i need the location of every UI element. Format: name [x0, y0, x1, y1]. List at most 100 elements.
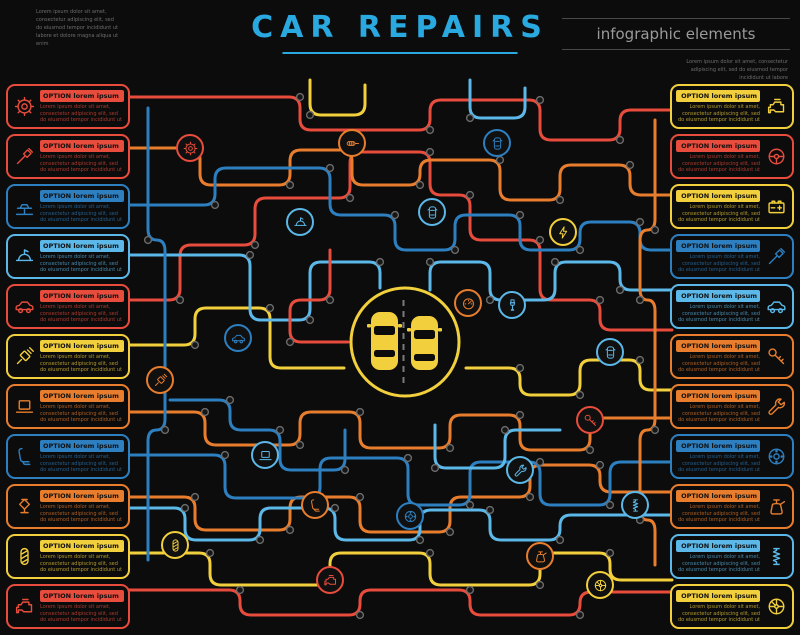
option-body-text: Lorem ipsum dolor sit amet, consectetur …	[40, 554, 122, 574]
option-box: OPTION lorem ipsum Lorem ipsum dolor sit…	[670, 84, 794, 129]
option-label: OPTION lorem ipsum	[40, 190, 124, 202]
option-text: OPTION lorem ipsum Lorem ipsum dolor sit…	[672, 386, 760, 427]
option-label: OPTION lorem ipsum	[40, 240, 124, 252]
option-label: OPTION lorem ipsum	[676, 490, 760, 502]
option-body-text: Lorem ipsum dolor sit amet, consectetur …	[40, 504, 122, 524]
option-body-text: Lorem ipsum dolor sit amet, consectetur …	[678, 504, 760, 524]
option-body-text: Lorem ipsum dolor sit amet, consectetur …	[40, 404, 122, 424]
option-text: OPTION lorem ipsum Lorem ipsum dolor sit…	[40, 386, 128, 427]
option-box: OPTION lorem ipsum Lorem ipsum dolor sit…	[670, 584, 794, 629]
option-text: OPTION lorem ipsum Lorem ipsum dolor sit…	[672, 86, 760, 127]
battery-icon	[760, 186, 792, 227]
option-body-text: Lorem ipsum dolor sit amet, consectetur …	[40, 354, 122, 374]
option-label: OPTION lorem ipsum	[676, 190, 760, 202]
right-option-panel: OPTION lorem ipsum Lorem ipsum dolor sit…	[670, 84, 794, 629]
option-box: OPTION lorem ipsum Lorem ipsum dolor sit…	[670, 534, 794, 579]
option-body-text: Lorem ipsum dolor sit amet, consectetur …	[40, 254, 122, 274]
option-label: OPTION lorem ipsum	[40, 440, 124, 452]
option-text: OPTION lorem ipsum Lorem ipsum dolor sit…	[672, 336, 760, 377]
option-box: OPTION lorem ipsum Lorem ipsum dolor sit…	[670, 384, 794, 429]
option-label: OPTION lorem ipsum	[40, 540, 124, 552]
option-label: OPTION lorem ipsum	[676, 540, 760, 552]
option-text: OPTION lorem ipsum Lorem ipsum dolor sit…	[40, 86, 128, 127]
lift-icon	[8, 186, 40, 227]
option-body-text: Lorem ipsum dolor sit amet, consectetur …	[40, 154, 122, 174]
wrench-icon	[760, 386, 792, 427]
option-body-text: Lorem ipsum dolor sit amet, consectetur …	[678, 454, 760, 474]
option-label: OPTION lorem ipsum	[40, 590, 124, 602]
option-label: OPTION lorem ipsum	[40, 390, 124, 402]
option-box: OPTION lorem ipsum Lorem ipsum dolor sit…	[670, 234, 794, 279]
option-body-text: Lorem ipsum dolor sit amet, consectetur …	[40, 104, 122, 124]
option-label: OPTION lorem ipsum	[676, 90, 760, 102]
wheel-icon	[760, 586, 792, 627]
option-text: OPTION lorem ipsum Lorem ipsum dolor sit…	[672, 186, 760, 227]
option-text: OPTION lorem ipsum Lorem ipsum dolor sit…	[672, 136, 760, 177]
option-text: OPTION lorem ipsum Lorem ipsum dolor sit…	[672, 586, 760, 627]
option-text: OPTION lorem ipsum Lorem ipsum dolor sit…	[40, 236, 128, 277]
option-body-text: Lorem ipsum dolor sit amet, consectetur …	[678, 104, 760, 124]
key-icon	[760, 336, 792, 377]
option-text: OPTION lorem ipsum Lorem ipsum dolor sit…	[40, 286, 128, 327]
page-title: CAR REPAIRS	[251, 10, 549, 45]
left-option-panel: OPTION lorem ipsum Lorem ipsum dolor sit…	[6, 84, 130, 629]
option-label: OPTION lorem ipsum	[676, 140, 760, 152]
option-box: OPTION lorem ipsum Lorem ipsum dolor sit…	[6, 534, 130, 579]
corner-note-right: Lorem ipsum dolor sit amet, consectetur …	[686, 59, 788, 81]
option-box: OPTION lorem ipsum Lorem ipsum dolor sit…	[6, 84, 130, 129]
syringe-icon	[8, 336, 40, 377]
option-box: OPTION lorem ipsum Lorem ipsum dolor sit…	[670, 284, 794, 329]
option-box: OPTION lorem ipsum Lorem ipsum dolor sit…	[6, 484, 130, 529]
page-subtitle: infographic elements	[562, 18, 790, 50]
option-label: OPTION lorem ipsum	[40, 140, 124, 152]
laptop-icon	[8, 386, 40, 427]
option-box: OPTION lorem ipsum Lorem ipsum dolor sit…	[6, 384, 130, 429]
option-label: OPTION lorem ipsum	[676, 390, 760, 402]
car-side-icon	[8, 286, 40, 327]
option-box: OPTION lorem ipsum Lorem ipsum dolor sit…	[670, 184, 794, 229]
option-text: OPTION lorem ipsum Lorem ipsum dolor sit…	[40, 486, 128, 527]
option-text: OPTION lorem ipsum Lorem ipsum dolor sit…	[672, 286, 760, 327]
jack-icon	[8, 486, 40, 527]
corner-note-left: Lorem ipsum dolor sit amet, consectetur …	[36, 9, 119, 47]
tread-icon	[8, 536, 40, 577]
option-body-text: Lorem ipsum dolor sit amet, consectetur …	[40, 454, 122, 474]
oil-icon	[760, 486, 792, 527]
option-label: OPTION lorem ipsum	[40, 490, 124, 502]
option-box: OPTION lorem ipsum Lorem ipsum dolor sit…	[6, 184, 130, 229]
option-body-text: Lorem ipsum dolor sit amet, consectetur …	[678, 604, 760, 624]
option-body-text: Lorem ipsum dolor sit amet, consectetur …	[40, 304, 122, 324]
option-label: OPTION lorem ipsum	[676, 290, 760, 302]
option-box: OPTION lorem ipsum Lorem ipsum dolor sit…	[670, 134, 794, 179]
option-box: OPTION lorem ipsum Lorem ipsum dolor sit…	[6, 584, 130, 629]
option-box: OPTION lorem ipsum Lorem ipsum dolor sit…	[670, 434, 794, 479]
option-body-text: Lorem ipsum dolor sit amet, consectetur …	[678, 154, 760, 174]
option-body-text: Lorem ipsum dolor sit amet, consectetur …	[678, 404, 760, 424]
steering-icon	[760, 136, 792, 177]
option-box: OPTION lorem ipsum Lorem ipsum dolor sit…	[6, 434, 130, 479]
option-text: OPTION lorem ipsum Lorem ipsum dolor sit…	[672, 236, 760, 277]
option-label: OPTION lorem ipsum	[676, 590, 760, 602]
option-text: OPTION lorem ipsum Lorem ipsum dolor sit…	[40, 586, 128, 627]
screwdriver-icon	[8, 136, 40, 177]
option-box: OPTION lorem ipsum Lorem ipsum dolor sit…	[670, 334, 794, 379]
option-label: OPTION lorem ipsum	[676, 340, 760, 352]
shock-icon	[760, 536, 792, 577]
option-text: OPTION lorem ipsum Lorem ipsum dolor sit…	[672, 536, 760, 577]
option-label: OPTION lorem ipsum	[676, 240, 760, 252]
option-body-text: Lorem ipsum dolor sit amet, consectetur …	[40, 604, 122, 624]
engine-icon	[8, 586, 40, 627]
option-label: OPTION lorem ipsum	[40, 90, 124, 102]
seat-icon	[8, 436, 40, 477]
option-text: OPTION lorem ipsum Lorem ipsum dolor sit…	[40, 436, 128, 477]
option-box: OPTION lorem ipsum Lorem ipsum dolor sit…	[6, 234, 130, 279]
option-body-text: Lorem ipsum dolor sit amet, consectetur …	[678, 304, 760, 324]
title-underline	[282, 52, 518, 54]
tire-icon	[8, 86, 40, 127]
option-text: OPTION lorem ipsum Lorem ipsum dolor sit…	[40, 186, 128, 227]
option-text: OPTION lorem ipsum Lorem ipsum dolor sit…	[40, 136, 128, 177]
option-text: OPTION lorem ipsum Lorem ipsum dolor sit…	[672, 486, 760, 527]
option-body-text: Lorem ipsum dolor sit amet, consectetur …	[678, 354, 760, 374]
option-box: OPTION lorem ipsum Lorem ipsum dolor sit…	[6, 284, 130, 329]
